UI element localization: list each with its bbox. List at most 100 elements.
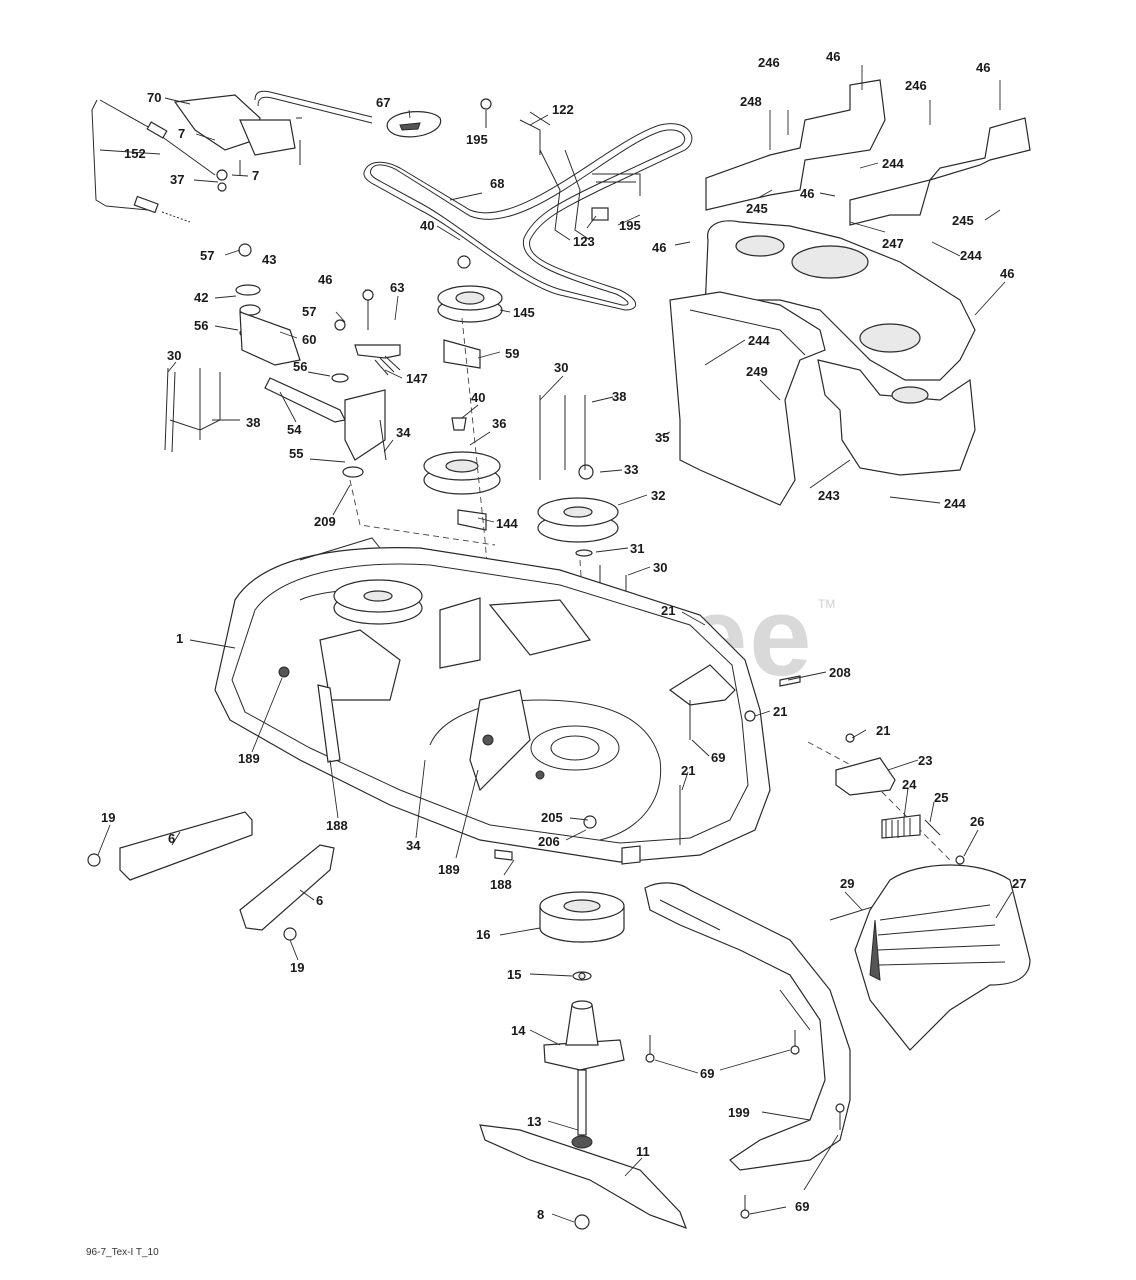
idler-bracket bbox=[164, 243, 401, 478]
callout-68: 68 bbox=[490, 176, 504, 191]
deck-shields bbox=[669, 79, 1031, 506]
callout-189: 189 bbox=[438, 862, 460, 877]
belt-guard-199 bbox=[644, 882, 851, 1171]
callout-206: 206 bbox=[538, 834, 560, 849]
callout-122: 122 bbox=[552, 102, 574, 117]
callout-57: 57 bbox=[302, 304, 316, 319]
callout-36: 36 bbox=[492, 416, 506, 431]
callout-208: 208 bbox=[829, 665, 851, 680]
callout-59: 59 bbox=[505, 346, 519, 361]
spindle-assembly bbox=[479, 891, 688, 1230]
drive-pulley-32 bbox=[537, 395, 627, 610]
callout-30: 30 bbox=[554, 360, 568, 375]
callout-16: 16 bbox=[476, 927, 490, 942]
callout-209: 209 bbox=[314, 514, 336, 529]
chute-parts bbox=[829, 733, 1031, 1051]
lift-cable-assembly bbox=[91, 90, 373, 223]
callout-7: 7 bbox=[252, 168, 259, 183]
callout-195: 195 bbox=[466, 132, 488, 147]
bolts-69 bbox=[645, 1030, 845, 1219]
callout-188: 188 bbox=[326, 818, 348, 833]
callout-244: 244 bbox=[960, 248, 982, 263]
callout-34: 34 bbox=[396, 425, 411, 440]
callout-199: 199 bbox=[728, 1105, 750, 1120]
callout-21: 21 bbox=[661, 603, 675, 618]
callout-243: 243 bbox=[818, 488, 840, 503]
callout-35: 35 bbox=[655, 430, 669, 445]
callout-56: 56 bbox=[194, 318, 208, 333]
callout-19: 19 bbox=[290, 960, 304, 975]
callout-70: 70 bbox=[147, 90, 161, 105]
callout-46: 46 bbox=[800, 186, 814, 201]
callout-152: 152 bbox=[124, 146, 146, 161]
callout-21: 21 bbox=[773, 704, 787, 719]
callout-54: 54 bbox=[287, 422, 302, 437]
callout-60: 60 bbox=[302, 332, 316, 347]
callout-31: 31 bbox=[630, 541, 644, 556]
callout-27: 27 bbox=[1012, 876, 1026, 891]
callout-245: 245 bbox=[746, 201, 768, 216]
belts bbox=[363, 98, 693, 311]
callout-67: 67 bbox=[376, 95, 390, 110]
callout-30: 30 bbox=[653, 560, 667, 575]
callout-25: 25 bbox=[934, 790, 948, 805]
callout-246: 246 bbox=[905, 78, 927, 93]
callout-188: 188 bbox=[490, 877, 512, 892]
callout-56: 56 bbox=[293, 359, 307, 374]
callout-63: 63 bbox=[390, 280, 404, 295]
callout-32: 32 bbox=[651, 488, 665, 503]
callout-1: 1 bbox=[176, 631, 183, 646]
callout-57: 57 bbox=[200, 248, 214, 263]
callout-144: 144 bbox=[496, 516, 518, 531]
callout-123: 123 bbox=[573, 234, 595, 249]
callout-6: 6 bbox=[316, 893, 323, 908]
callout-245: 245 bbox=[952, 213, 974, 228]
part-67 bbox=[386, 111, 442, 138]
callout-244: 244 bbox=[748, 333, 770, 348]
callout-246: 246 bbox=[758, 55, 780, 70]
callout-24: 24 bbox=[902, 777, 917, 792]
callout-46: 46 bbox=[976, 60, 990, 75]
gauge-brackets bbox=[87, 811, 335, 941]
callout-14: 14 bbox=[511, 1023, 526, 1038]
watermark-trademark: TM bbox=[818, 597, 835, 611]
callout-15: 15 bbox=[507, 967, 521, 982]
callout-13: 13 bbox=[527, 1114, 541, 1129]
callout-33: 33 bbox=[624, 462, 638, 477]
callout-69: 69 bbox=[711, 750, 725, 765]
callout-38: 38 bbox=[612, 389, 626, 404]
callout-7: 7 bbox=[178, 126, 185, 141]
callout-244: 244 bbox=[882, 156, 904, 171]
callout-189: 189 bbox=[238, 751, 260, 766]
callout-195: 195 bbox=[619, 218, 641, 233]
callout-43: 43 bbox=[262, 252, 276, 267]
callout-30: 30 bbox=[167, 348, 181, 363]
mower-deck bbox=[214, 537, 801, 865]
callout-46: 46 bbox=[318, 272, 332, 287]
drawing-code: 96-7_Tex-I T_10 bbox=[86, 1247, 159, 1258]
idler-pulley-36 bbox=[423, 417, 501, 531]
callout-145: 145 bbox=[513, 305, 535, 320]
callout-40: 40 bbox=[420, 218, 434, 233]
idler-pulley-145 bbox=[437, 255, 503, 369]
callout-21: 21 bbox=[876, 723, 890, 738]
callout-34: 34 bbox=[406, 838, 421, 853]
callout-46: 46 bbox=[652, 240, 666, 255]
callout-23: 23 bbox=[918, 753, 932, 768]
callouts: 70 152 7 7 37 67 195 122 68 123 195 246 … bbox=[101, 49, 1026, 1222]
callout-249: 249 bbox=[746, 364, 768, 379]
callout-19: 19 bbox=[101, 810, 115, 825]
callout-69: 69 bbox=[700, 1066, 714, 1081]
callout-26: 26 bbox=[970, 814, 984, 829]
callout-38: 38 bbox=[246, 415, 260, 430]
callout-11: 11 bbox=[636, 1144, 650, 1159]
callout-8: 8 bbox=[537, 1207, 544, 1222]
callout-46: 46 bbox=[826, 49, 840, 64]
callout-29: 29 bbox=[840, 876, 854, 891]
callout-55: 55 bbox=[289, 446, 303, 461]
callout-248: 248 bbox=[740, 94, 762, 109]
callout-247: 247 bbox=[882, 236, 904, 251]
callout-205: 205 bbox=[541, 810, 563, 825]
